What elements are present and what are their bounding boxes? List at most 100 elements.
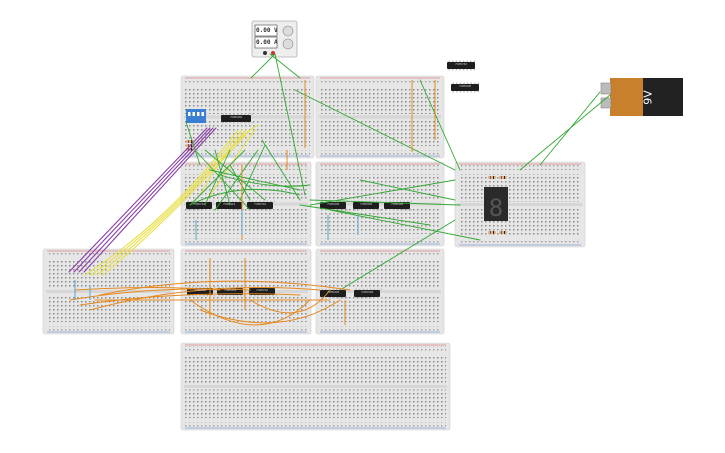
power-rail-top <box>320 165 440 170</box>
chip-pin <box>191 209 193 211</box>
chip-pin <box>235 200 237 202</box>
chip-pin <box>243 295 246 297</box>
wire <box>79 293 301 306</box>
chip-pin <box>473 69 476 71</box>
chip-pin <box>272 295 274 297</box>
resistor-band <box>191 148 192 151</box>
chip-pin <box>396 209 398 211</box>
chip-pin <box>380 288 383 290</box>
chip-pin <box>362 288 365 290</box>
chip-pin <box>377 288 379 290</box>
terminal-strip-bottom <box>47 294 170 322</box>
chip-body <box>320 202 346 209</box>
chip-pin <box>396 200 398 202</box>
terminal-strip-top <box>320 174 440 201</box>
wire <box>419 79 461 171</box>
chip-pin <box>239 200 241 202</box>
wire <box>309 179 456 206</box>
chip-body <box>451 84 479 91</box>
breadboard <box>454 161 586 248</box>
chip-pin <box>262 200 265 202</box>
chip-pin <box>359 288 361 290</box>
chip-pin <box>355 297 357 299</box>
chip-pin <box>346 297 349 299</box>
chip-pin <box>188 295 190 297</box>
chip-pin <box>222 295 224 297</box>
wires <box>68 53 611 326</box>
wire <box>74 287 221 291</box>
terminal-strip-top <box>185 261 307 289</box>
chip-pin <box>229 295 231 297</box>
chip-pin <box>217 209 219 211</box>
chip-pin <box>407 200 409 202</box>
chip-pin <box>392 209 395 211</box>
chip-pin <box>410 209 413 211</box>
wire <box>99 280 351 296</box>
chip-label: 74HC08 <box>361 290 373 294</box>
power-rail-bottom <box>320 238 440 243</box>
chip-pin <box>456 91 458 93</box>
chip-pin <box>251 122 253 124</box>
power-rail-top <box>185 79 310 84</box>
psu-current-readout: 0.00 A <box>256 39 278 46</box>
chip-pin <box>389 209 391 211</box>
chip-pin <box>198 209 200 211</box>
wire <box>73 127 211 273</box>
chip-pin <box>225 286 228 288</box>
chip-pin <box>206 295 208 297</box>
resistor-band <box>490 231 491 234</box>
chip-pin <box>199 286 201 288</box>
wire <box>229 164 251 201</box>
wire <box>294 89 456 171</box>
center-channel <box>184 290 308 293</box>
chip-pin <box>369 297 372 299</box>
chip-pin <box>255 209 258 211</box>
chip-pin <box>466 82 469 84</box>
chip-pin <box>407 209 409 211</box>
chip-label: 74HC08 <box>391 202 403 206</box>
dip-toggle <box>201 112 204 116</box>
chip-pin <box>266 209 268 211</box>
chip-pin <box>376 200 378 202</box>
chip-pin <box>224 209 227 211</box>
wire <box>339 219 456 291</box>
chip-body <box>354 290 380 297</box>
power-rail-bottom <box>185 326 307 331</box>
chip-pin <box>239 209 241 211</box>
chip-pin <box>187 200 189 202</box>
chip-pin <box>232 295 235 297</box>
chip-pin <box>191 200 193 202</box>
chip-pin <box>195 286 198 288</box>
chip-pin <box>257 295 260 297</box>
chip-pin <box>221 200 223 202</box>
loose-chip-label: 74HC32 <box>455 62 467 66</box>
resistor-body <box>488 176 496 179</box>
wire <box>199 124 259 196</box>
chip-pin <box>251 113 253 115</box>
chip-pin <box>328 297 331 299</box>
power-rail-bottom <box>320 150 440 155</box>
chip-pin <box>335 209 338 211</box>
resistor-band <box>191 140 192 143</box>
loose-chip <box>451 82 480 93</box>
loose-chip <box>447 60 476 71</box>
terminal-strip-top <box>47 261 170 289</box>
chip-pin <box>346 209 349 211</box>
chip-pin <box>321 200 323 202</box>
chip-pin <box>325 288 327 290</box>
chip-pin <box>210 286 212 288</box>
chip-body <box>247 202 273 209</box>
battery-black-body <box>643 78 683 116</box>
terminal-strip-bottom <box>185 389 446 418</box>
resistor-band <box>188 140 189 143</box>
chip-pin <box>470 69 472 71</box>
wire <box>261 139 301 201</box>
dip-switch-body <box>186 109 206 123</box>
chip-pin <box>459 82 462 84</box>
chip-pin <box>226 113 228 115</box>
battery-copper-end <box>610 78 643 116</box>
wire <box>269 53 301 79</box>
chip-pin <box>229 122 232 124</box>
terminal-strip-bottom <box>185 207 307 234</box>
chip-pin <box>199 295 201 297</box>
